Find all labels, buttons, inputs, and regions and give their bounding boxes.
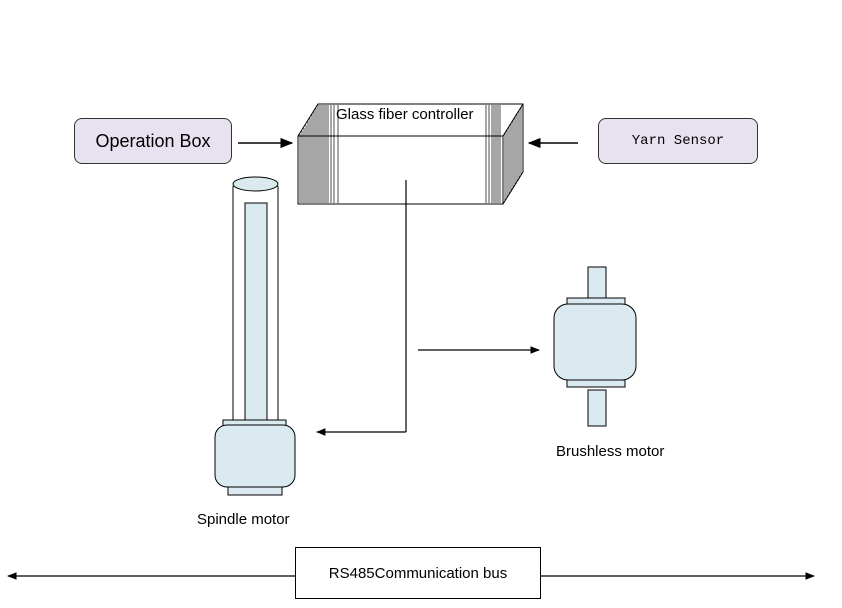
communication-bus-box: RS485Communication bus xyxy=(295,547,541,599)
communication-bus-label: RS485Communication bus xyxy=(328,564,508,582)
controller-stripes-right xyxy=(485,105,522,203)
controller-label: Glass fiber controller xyxy=(336,106,474,123)
operation-box: Operation Box xyxy=(74,118,232,164)
spindle-motor-label: Spindle motor xyxy=(197,511,290,528)
operation-box-label: Operation Box xyxy=(95,130,211,151)
brushless-motor-label: Brushless motor xyxy=(556,443,665,460)
brushless-motor-shape xyxy=(553,266,637,427)
controller-shape xyxy=(297,103,524,205)
yarn-sensor-label: Yarn Sensor xyxy=(631,133,725,149)
spindle-motor-shape xyxy=(214,176,296,496)
controller-stripes-left xyxy=(299,105,339,203)
yarn-sensor-box: Yarn Sensor xyxy=(598,118,758,164)
